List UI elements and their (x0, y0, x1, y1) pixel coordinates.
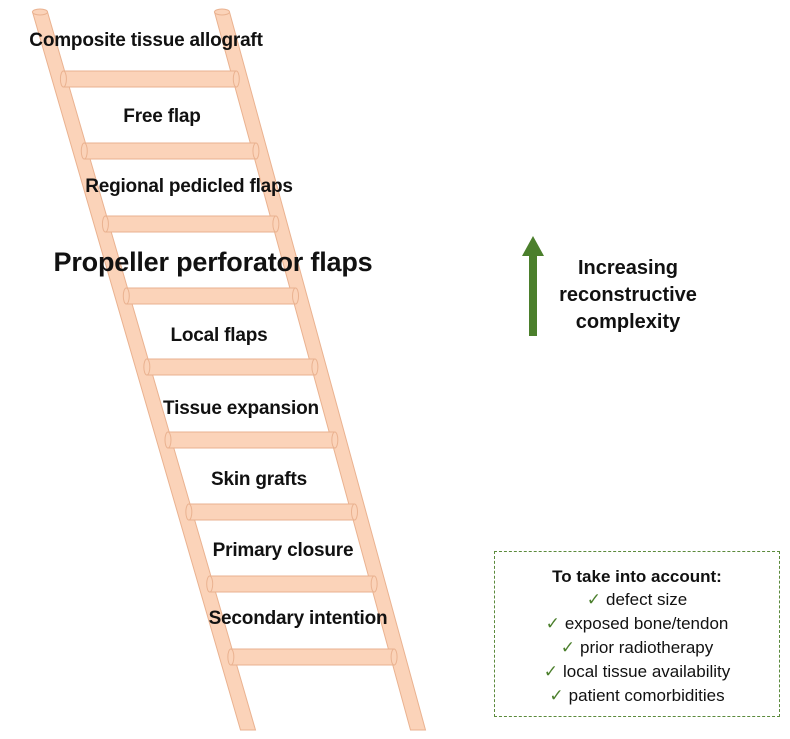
ladder-rung-end (101, 215, 109, 233)
ladder-rung (62, 70, 237, 88)
ladder-rung (125, 287, 297, 305)
consideration-item: ✓ local tissue availability (495, 660, 779, 684)
ladder-step-label: Composite tissue allograft (29, 30, 263, 51)
ladder-step-label: Propeller perforator flaps (53, 247, 373, 277)
ladder-step-label: Tissue expansion (163, 398, 319, 419)
ladder-rung-end (272, 215, 280, 233)
ladder-rung (83, 142, 257, 160)
ladder-rung-end (331, 431, 339, 449)
ladder-rung-end (80, 142, 88, 160)
check-icon: ✓ (560, 638, 575, 657)
ladder-rung-end (370, 575, 378, 593)
ladder-rung (188, 503, 355, 521)
complexity-label: Increasing reconstructive complexity (559, 257, 697, 333)
consideration-item: ✓ prior radiotherapy (495, 636, 779, 660)
consideration-text: prior radiotherapy (580, 638, 714, 657)
consideration-text: local tissue availability (563, 662, 731, 681)
check-icon: ✓ (549, 686, 564, 705)
ladder-rung-end (164, 431, 172, 449)
ladder-rung-end (143, 358, 151, 376)
ladder-rung-end (252, 142, 260, 160)
ladder-rung-end (227, 648, 235, 666)
ladder-rung-end (390, 648, 398, 666)
ladder-rung (104, 215, 277, 233)
ladder-rung (146, 358, 316, 376)
ladder-rung-end (59, 70, 67, 88)
check-icon: ✓ (586, 590, 601, 609)
ladder-rung-end (122, 287, 130, 305)
consideration-item: ✓exposed bone/tendon (495, 612, 779, 636)
check-icon: ✓ (545, 614, 560, 633)
ladder-rung (167, 431, 336, 449)
consideration-text: exposed bone/tendon (564, 614, 729, 633)
left-rail-top (32, 8, 48, 16)
ladder-step-label: Regional pedicled flaps (85, 176, 293, 197)
ladder-step-label: Local flaps (170, 325, 268, 346)
considerations-title: To take into account: (552, 567, 722, 586)
ladder-rung (230, 648, 395, 666)
check-icon: ✓ (543, 662, 558, 681)
consideration-item: ✓defect size (495, 588, 779, 612)
ladder-rung-end (311, 358, 319, 376)
ladder-step-label: Free flap (123, 106, 201, 127)
considerations-list: ✓defect size✓exposed bone/tendon✓prior r… (495, 588, 779, 708)
ladder-rung-end (350, 503, 358, 521)
consideration-text: patient comorbidities (568, 686, 725, 705)
ladder-step-label: Primary closure (212, 540, 354, 561)
ladder-rung-end (232, 70, 240, 88)
ladder-rung (209, 575, 375, 593)
right-rail-top (214, 8, 230, 16)
consideration-text: defect size (605, 590, 688, 609)
ladder-rung-end (185, 503, 193, 521)
ladder-step-label: Skin grafts (211, 469, 307, 490)
consideration-item: ✓patient comorbidities (495, 684, 779, 708)
considerations-box: To take into account: ✓defect size✓expos… (494, 551, 780, 717)
ladder-rung-end (292, 287, 300, 305)
ladder-rung-end (206, 575, 214, 593)
ladder-step-label: Secondary intention (208, 608, 388, 629)
up-arrow-icon (522, 236, 544, 336)
